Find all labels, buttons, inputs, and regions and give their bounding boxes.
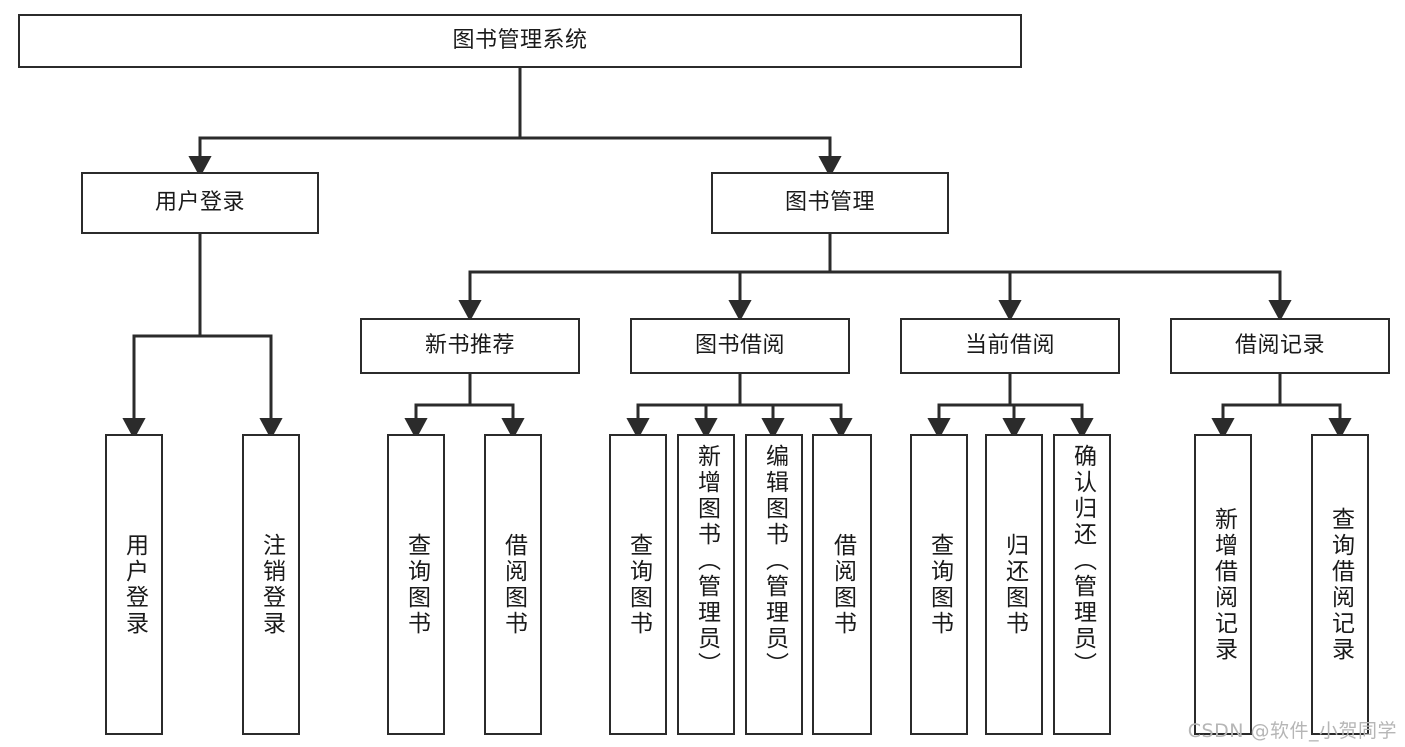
node-current-borrow[interactable]: 当前借阅	[900, 318, 1120, 374]
node-leaf-confirm-return-label: 确认归还（管理员）	[1069, 444, 1096, 678]
node-leaf-user-logout[interactable]: 注销登录	[242, 434, 300, 735]
node-user-login[interactable]: 用户登录	[81, 172, 319, 234]
node-leaf-query-book-2[interactable]: 查询图书	[609, 434, 667, 735]
node-leaf-query-book-3-label: 查询图书	[926, 532, 953, 637]
node-new-book-recommend[interactable]: 新书推荐	[360, 318, 580, 374]
node-user-login-label: 用户登录	[154, 190, 245, 216]
node-current-borrow-label: 当前借阅	[964, 333, 1055, 359]
node-leaf-edit-book[interactable]: 编辑图书（管理员）	[745, 434, 803, 735]
node-leaf-add-record[interactable]: 新增借阅记录	[1194, 434, 1252, 735]
node-borrow-record-label: 借阅记录	[1234, 333, 1325, 359]
node-leaf-return-book[interactable]: 归还图书	[985, 434, 1043, 735]
node-leaf-query-book-1[interactable]: 查询图书	[387, 434, 445, 735]
node-new-book-recommend-label: 新书推荐	[424, 333, 515, 359]
node-leaf-borrow-book-1-label: 借阅图书	[500, 532, 527, 637]
node-leaf-query-record-label: 查询借阅记录	[1327, 506, 1354, 663]
node-leaf-query-book-2-label: 查询图书	[625, 532, 652, 637]
node-leaf-user-login[interactable]: 用户登录	[105, 434, 163, 735]
node-root-label: 图书管理系统	[452, 28, 588, 54]
node-leaf-borrow-book-2[interactable]: 借阅图书	[812, 434, 872, 735]
node-borrow-record[interactable]: 借阅记录	[1170, 318, 1390, 374]
node-leaf-query-book-3[interactable]: 查询图书	[910, 434, 968, 735]
node-leaf-user-logout-label: 注销登录	[258, 532, 285, 637]
node-root[interactable]: 图书管理系统	[18, 14, 1022, 68]
node-book-manage[interactable]: 图书管理	[711, 172, 949, 234]
node-book-borrow[interactable]: 图书借阅	[630, 318, 850, 374]
node-leaf-add-record-label: 新增借阅记录	[1210, 506, 1237, 663]
node-leaf-borrow-book-2-label: 借阅图书	[829, 532, 856, 637]
node-book-manage-label: 图书管理	[784, 190, 875, 216]
node-leaf-add-book-label: 新增图书（管理员）	[693, 444, 720, 678]
node-leaf-query-book-1-label: 查询图书	[403, 532, 430, 637]
node-leaf-return-book-label: 归还图书	[1001, 532, 1028, 637]
watermark-text: CSDN @软件_小贺同学	[1187, 720, 1397, 742]
node-leaf-confirm-return[interactable]: 确认归还（管理员）	[1053, 434, 1111, 735]
node-leaf-query-record[interactable]: 查询借阅记录	[1311, 434, 1369, 735]
node-book-borrow-label: 图书借阅	[694, 333, 785, 359]
node-leaf-add-book[interactable]: 新增图书（管理员）	[677, 434, 735, 735]
node-leaf-borrow-book-1[interactable]: 借阅图书	[484, 434, 542, 735]
node-leaf-edit-book-label: 编辑图书（管理员）	[761, 444, 788, 678]
node-leaf-user-login-label: 用户登录	[121, 532, 148, 637]
